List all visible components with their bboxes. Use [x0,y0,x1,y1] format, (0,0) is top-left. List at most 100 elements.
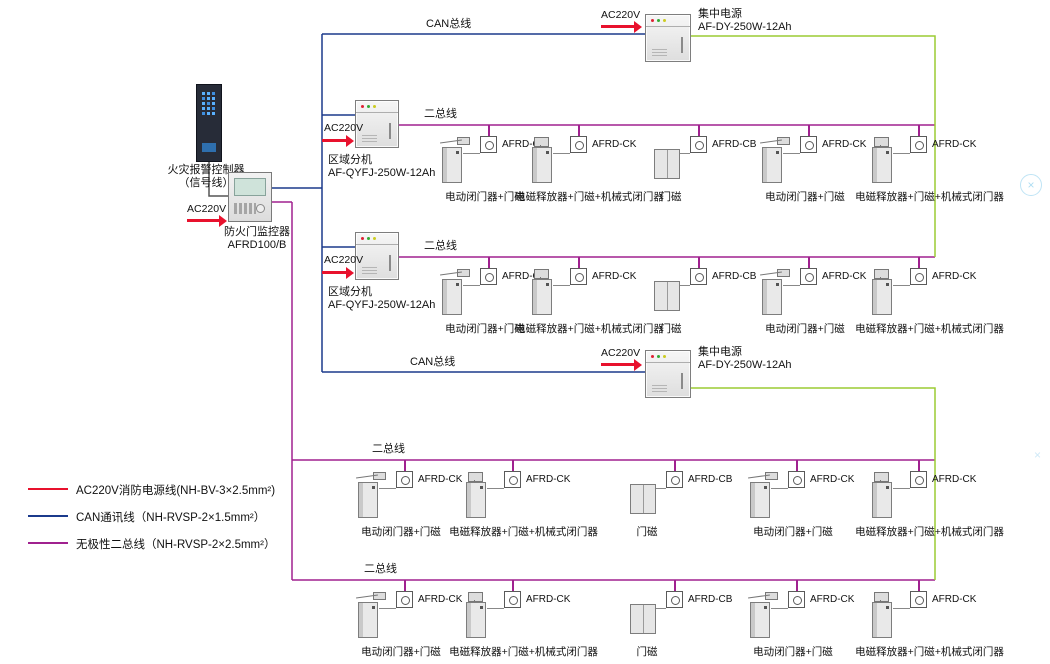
door-icon [442,279,462,315]
zone-unit-name: 区域分机 [328,154,372,166]
device-desc: 门磁 [636,526,658,538]
door-icon [750,482,770,518]
can-bus-wire [272,33,645,373]
ac220v-label: AC220V [324,254,364,266]
zone-unit-1-label: 区域分机 AF-QYFJ-250W-12Ah [328,154,435,180]
zone-extension-unit-1-icon [355,100,399,148]
vent-icon [362,267,377,274]
magnetic-releaser-icon [868,269,902,283]
bus-drop-wire [404,460,406,471]
handle-icon [681,37,683,53]
door-closer-device: AFRD-CK 电动闭门器+门磁 [352,580,482,664]
door-magnet-device: AFRD-CB 门磁 [646,125,776,209]
device-desc: 电动闭门器+门磁 [765,323,845,335]
can-line-swatch [28,515,68,517]
module-label: AFRD-CK [932,271,977,282]
zone-unit-model: AF-QYFJ-250W-12Ah [328,299,436,311]
door-closer-icon [354,592,388,602]
door-releaser-device: AFRD-CK 电磁释放器+门磁+机械式闭门器 [855,257,1004,341]
monitor-module-icon [480,268,497,285]
dc-power-wire [691,35,936,580]
panel-seam [646,362,690,363]
bus-drop-wire [674,580,676,591]
psu-top-label: 集中电源 AF-DY-250W-12Ah [698,8,792,34]
bus-drop-wire [488,125,490,136]
monitor-screen [234,178,266,196]
device-desc: 电动闭门器+门磁 [445,323,525,335]
panel-seam [356,244,398,245]
door-icon [466,602,486,638]
device-desc: 电磁释放器+门磁+机械式闭门器 [515,323,664,335]
door-icon [872,482,892,518]
ac220v-label: AC220V [187,203,227,215]
door-closer-device: AFRD-CK 电动闭门器+门磁 [744,460,874,544]
device-desc: 门磁 [660,191,682,203]
central-psu-bottom-icon [645,350,691,398]
monitor-module-icon [666,591,683,608]
module-label: AFRD-CB [688,594,733,605]
psu-name: 集中电源 [698,8,742,20]
bus-drop-wire [808,257,810,268]
device-wire [783,285,800,286]
psu-bottom-label: 集中电源 AF-DY-250W-12Ah [698,346,792,372]
two-bus-label: 二总线 [372,443,405,455]
door-magnet-icon [630,484,656,514]
module-label: AFRD-CB [712,271,757,282]
device-desc: 电动闭门器+门磁 [361,646,441,658]
door-icon [358,482,378,518]
device-wire [379,608,396,609]
device-wire [553,153,570,154]
module-label: AFRD-CK [822,139,867,150]
monitor-name: 防火门监控器 [224,226,290,238]
device-desc: 电动闭门器+门磁 [753,646,833,658]
module-label: AFRD-CK [932,474,977,485]
door-releaser-device: AFRD-CK 电磁释放器+门磁+机械式闭门器 [515,257,664,341]
monitor-knob [256,204,265,213]
device-wire [783,153,800,154]
door-icon [872,279,892,315]
bus-drop-wire [698,257,700,268]
fire-door-monitor-icon [228,172,272,222]
fire-door-monitor-label: 防火门监控器 AFRD100/B [212,226,302,252]
legend-label: CAN通讯线（NH-RVSP-2×1.5mm²） [76,512,266,524]
device-wire [463,153,480,154]
device-desc: 电磁释放器+门磁+机械式闭门器 [449,646,598,658]
device-wire [893,608,910,609]
door-closer-icon [746,472,780,482]
monitor-model: AFRD100/B [227,239,287,251]
device-desc: 电磁释放器+门磁+机械式闭门器 [855,526,1004,538]
power-line-swatch [28,488,68,490]
bus-line-swatch [28,542,68,544]
door-closer-device: AFRD-CK 电动闭门器+门磁 [756,257,886,341]
door-releaser-device: AFRD-CK 电磁释放器+门磁+机械式闭门器 [855,580,1004,664]
ac220v-label: AC220V [601,347,641,359]
device-desc: 电动闭门器+门磁 [753,526,833,538]
device-wire [656,488,666,489]
door-releaser-device: AFRD-CK 电磁释放器+门磁+机械式闭门器 [449,460,598,544]
watermark-icon: × [1020,174,1042,196]
handle-icon [681,373,683,389]
monitor-module-icon [570,268,587,285]
legend-label: AC220V消防电源线(NH-BV-3×2.5mm²) [76,485,276,497]
device-desc: 电磁释放器+门磁+机械式闭门器 [855,191,1004,203]
magnetic-releaser-icon [868,592,902,606]
magnetic-releaser-icon [462,472,496,486]
module-label: AFRD-CK [592,271,637,282]
module-label: AFRD-CK [932,139,977,150]
door-magnet-icon [654,281,680,311]
magnetic-releaser-icon [868,137,902,151]
psu-name: 集中电源 [698,346,742,358]
indicator-lights-icon [651,355,654,358]
ac220v-arrow-icon [601,20,642,33]
door-magnet-device: AFRD-CB 门磁 [622,460,752,544]
watermark-icon: × [1034,448,1042,462]
vent-icon [652,49,667,56]
vent-icon [652,385,667,392]
ac220v-label: AC220V [324,122,364,134]
indicator-lights-icon [651,19,654,22]
module-label: AFRD-CK [502,139,547,150]
monitor-module-icon [690,268,707,285]
module-label: AFRD-CK [592,139,637,150]
